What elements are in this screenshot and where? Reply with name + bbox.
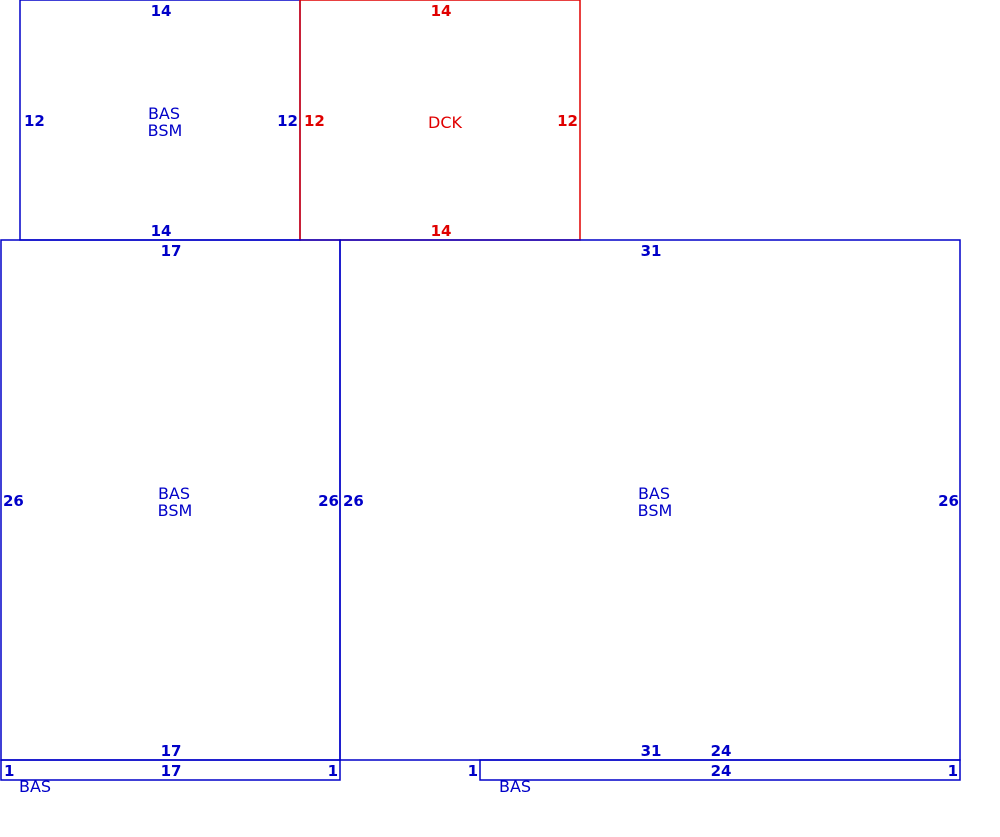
area-lower-right-right-dimension: 26 [938,492,959,510]
strip-left-code: BAS [19,777,51,796]
area-lower-left-code-1: BAS [158,484,190,503]
area-upper-left-code-2: BSM [148,121,183,140]
area-upper-left-right-dimension: 12 [277,112,298,130]
strip-right-left-dimension: 1 [468,762,478,780]
area-lower-left-code-2: BSM [158,501,193,520]
area-lower-left-right-dimension: 26 [318,492,339,510]
area-lower-right-bottom-dimension: 31 [641,742,662,760]
strip-left-outline [0,759,341,781]
area-deck-top-dimension: 14 [431,2,452,20]
area-lower-right-left-dimension: 26 [343,492,364,510]
area-lower-right-code-1: BAS [638,484,670,503]
area-lower-right-top-dimension: 31 [641,242,662,260]
strip-left-right-dimension: 1 [328,762,338,780]
strip-right-code: BAS [499,777,531,796]
area-upper-left-bottom-dimension: 14 [151,222,172,240]
area-deck-code: DCK [428,113,462,132]
strip-right-right-dimension: 1 [948,762,958,780]
area-deck-right-dimension: 12 [557,112,578,130]
strip-right-outline [479,759,961,781]
strip-left-length-dimension: 17 [161,762,182,780]
area-lower-left-left-dimension: 26 [3,492,24,510]
area-deck-left-dimension: 12 [304,112,325,130]
area-upper-left-code-1: BAS [148,104,180,123]
strip-left-left-dimension: 1 [4,762,14,780]
area-upper-left-left-dimension: 12 [24,112,45,130]
area-upper-left-top-dimension: 14 [151,2,172,20]
area-deck-bottom-dimension: 14 [431,222,452,240]
area-lower-left-bottom-dimension: 17 [161,742,182,760]
area-lower-left-top-dimension: 17 [161,242,182,260]
strip-right-length-top-dimension: 24 [711,742,732,760]
strip-right-length-dimension: 24 [711,762,732,780]
area-lower-right-code-2: BSM [638,501,673,520]
